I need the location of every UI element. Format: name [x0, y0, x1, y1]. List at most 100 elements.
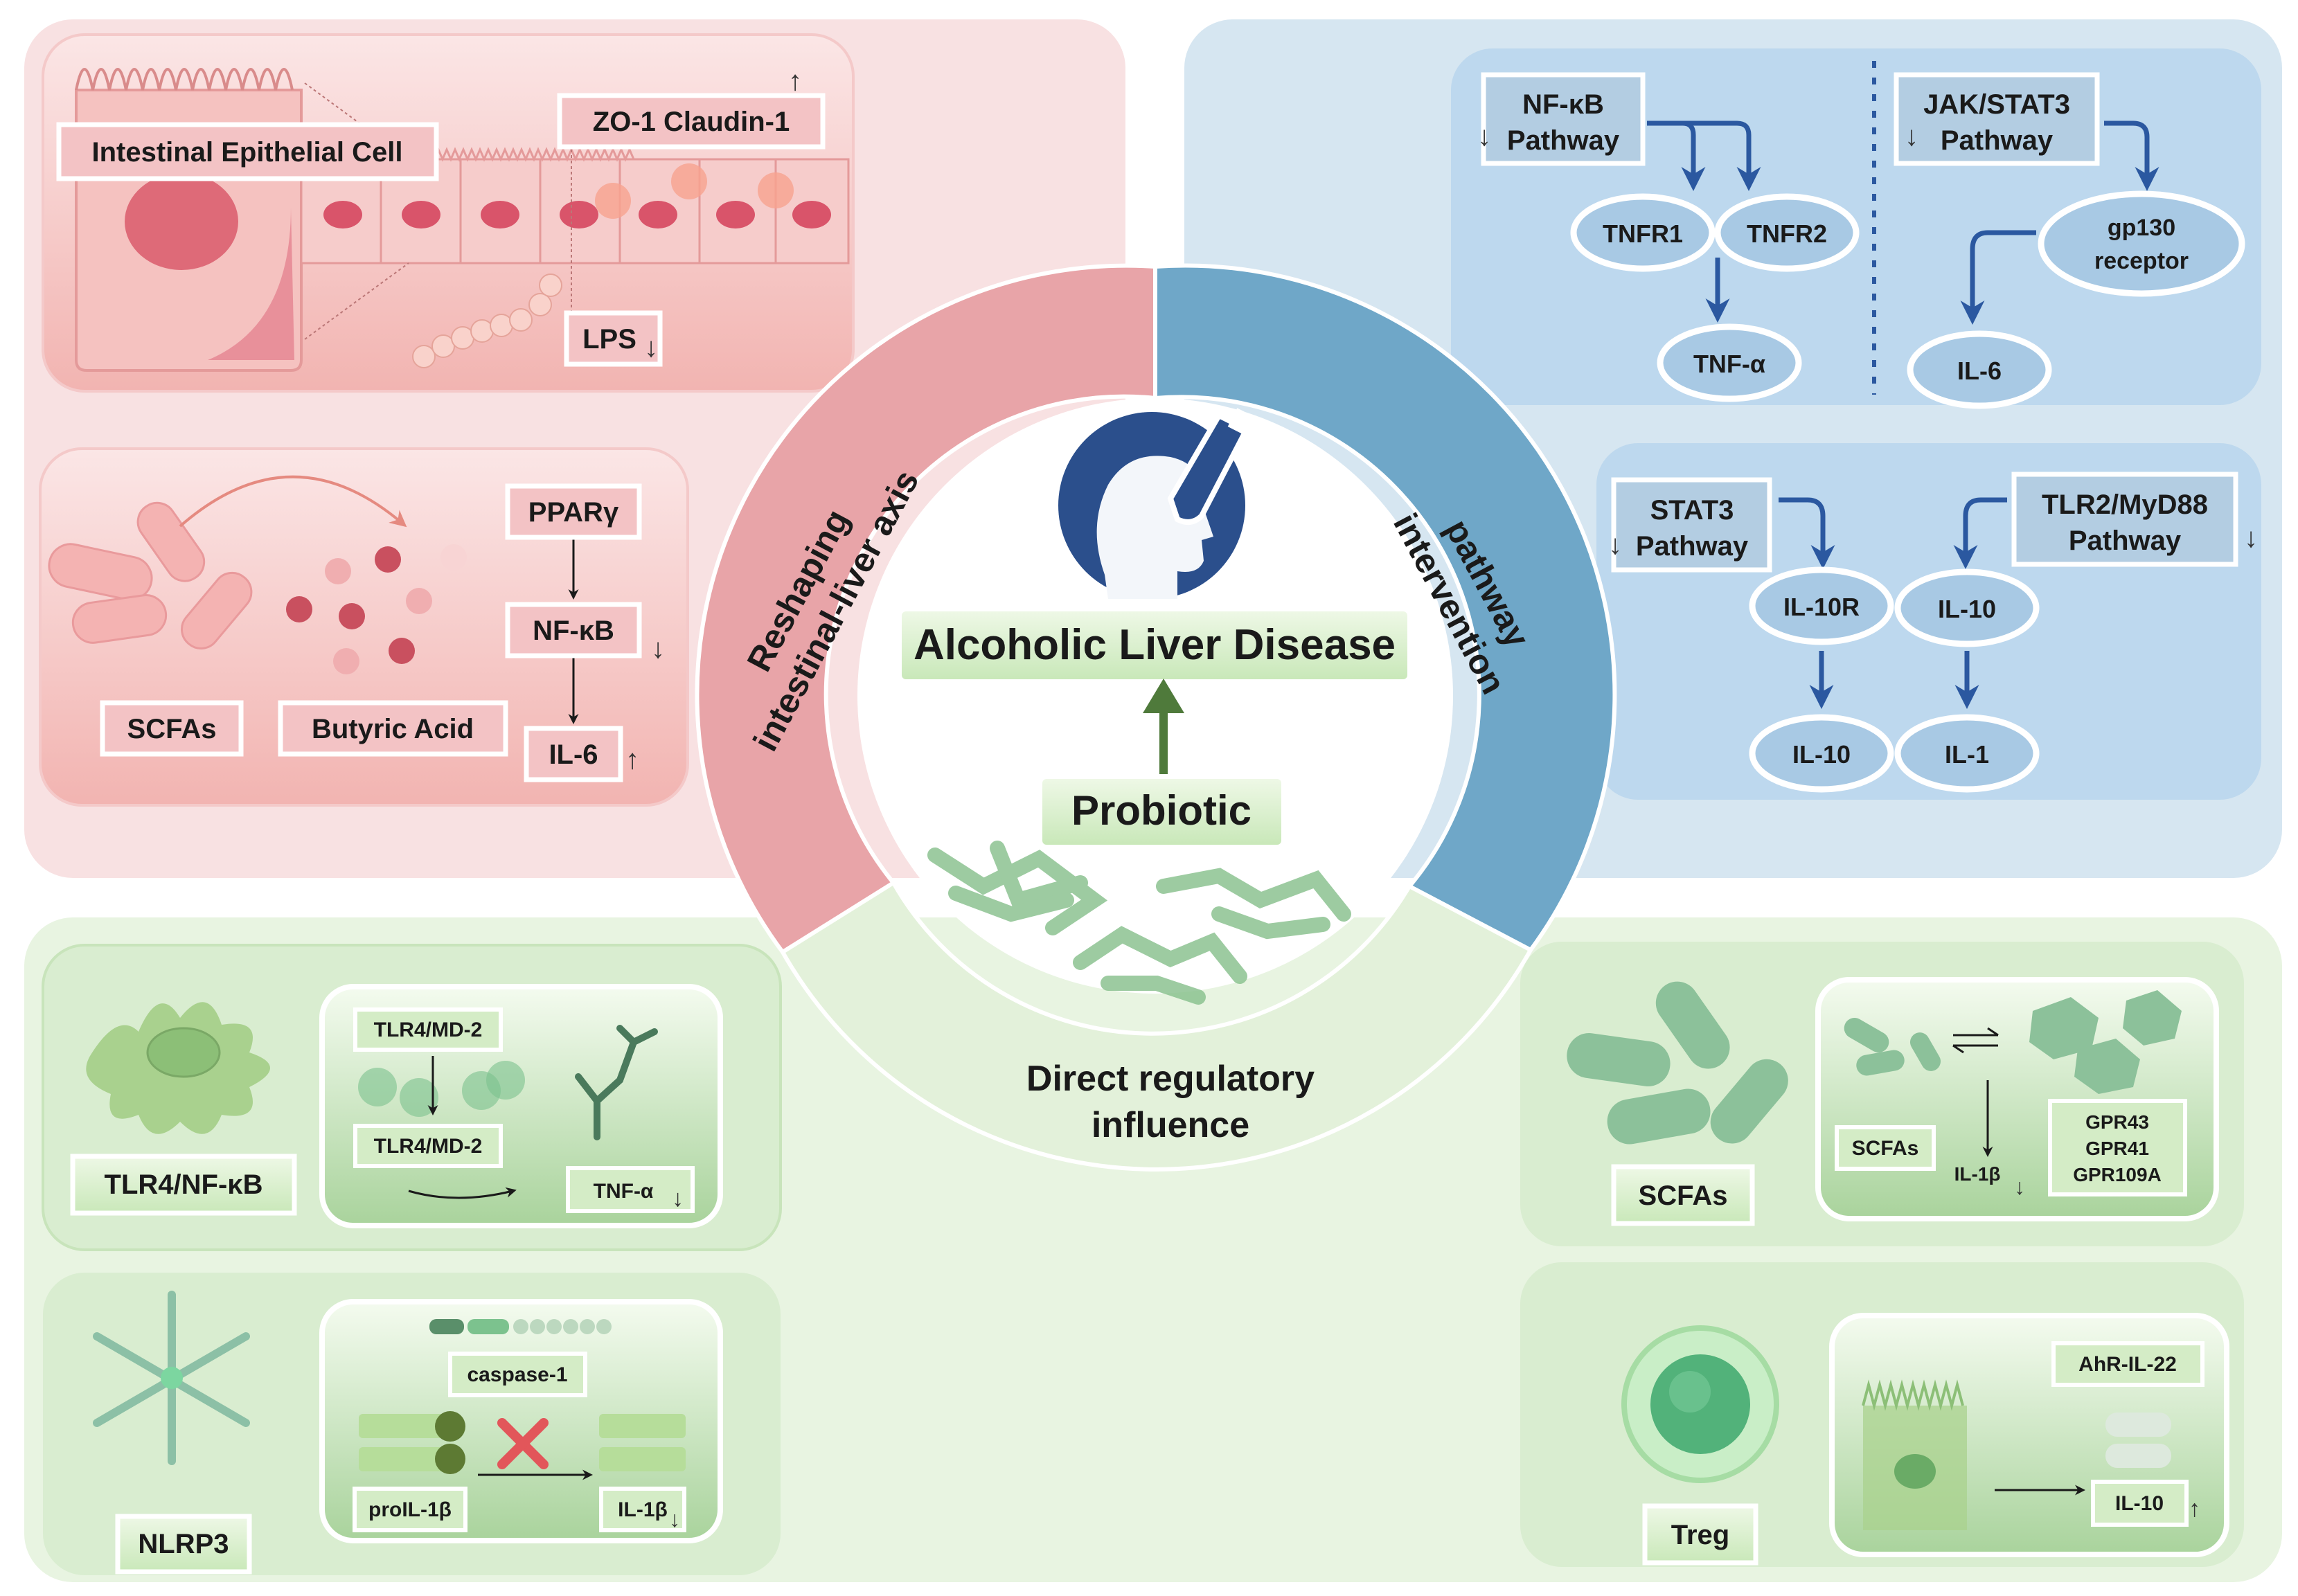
down-arrow-icon: ↓	[672, 1185, 684, 1212]
receptor-cells-icon	[2029, 990, 2182, 1094]
node-tnfr2: TNFR2	[1714, 193, 1860, 272]
svg-text:NF-κB: NF-κB	[1522, 89, 1604, 120]
arrow-jak-gp130	[2104, 120, 2159, 191]
label-treg: Treg	[1642, 1503, 1758, 1566]
ring-segment-bottom	[779, 879, 1534, 1172]
svg-text:IL-10R: IL-10R	[1783, 593, 1860, 621]
svg-text:Probiotic: Probiotic	[1071, 787, 1252, 834]
up-arrow-icon: ↑	[788, 66, 802, 96]
svg-text:IL-6: IL-6	[1957, 357, 2002, 385]
node-il10r: IL-10R	[1749, 566, 1894, 645]
svg-text:TNF-α: TNF-α	[594, 1180, 654, 1203]
label-proil: proIL-1β	[353, 1487, 467, 1532]
svg-text:caspase-1: caspase-1	[467, 1363, 567, 1386]
svg-text:IL-10: IL-10	[1792, 740, 1851, 769]
svg-text:Treg: Treg	[1671, 1520, 1729, 1550]
label-probiotic: Probiotic	[1042, 779, 1281, 845]
label-tlr4-nfkb: TLR4/NF-κB	[70, 1154, 297, 1216]
svg-text:STAT3: STAT3	[1650, 495, 1734, 526]
title-alcoholic-liver-disease: Alcoholic Liver Disease	[902, 611, 1407, 679]
label-butyric-acid: Butyric Acid	[278, 700, 508, 757]
pro-bar	[359, 1447, 452, 1471]
svg-text:TNFR1: TNFR1	[1603, 219, 1683, 248]
epithelium-panel	[42, 33, 855, 393]
node-il10-lower: IL-10	[1749, 714, 1894, 793]
svg-text:TLR2/MyD88: TLR2/MyD88	[2042, 490, 2208, 520]
mature-bar	[599, 1414, 686, 1438]
label-gpr-list: GPR43 GPR41 GPR109A	[2048, 1099, 2187, 1196]
label-ahr: AhR-IL-22	[2051, 1341, 2205, 1387]
ring-segment-left	[695, 263, 1157, 956]
label-scfas-green: SCFAs	[1611, 1164, 1755, 1226]
ring-label-bottom: Direct regulatory influence	[1026, 1059, 1315, 1145]
svg-text:PPARγ: PPARγ	[528, 497, 619, 528]
center-ring	[695, 263, 1617, 1172]
label-scfas-pink: SCFAs	[100, 700, 244, 757]
label-lps: LPS ↓	[564, 310, 663, 367]
up-arrow-icon: ↑	[625, 744, 639, 775]
receptor-dot	[486, 1061, 525, 1100]
node-gp130: gp130 receptor	[2038, 190, 2245, 297]
svg-text:Pathway: Pathway	[1507, 125, 1620, 156]
label-scfas-small: SCFAs	[1835, 1125, 1936, 1171]
page-title: Alcoholic Liver Disease	[914, 621, 1396, 669]
svg-text:Direct regulatory: Direct regulatory	[1026, 1059, 1315, 1099]
svg-text:SCFAs: SCFAs	[1639, 1181, 1728, 1211]
svg-text:SCFAs: SCFAs	[1852, 1137, 1919, 1160]
pro-bar	[359, 1414, 452, 1438]
mature-bar	[599, 1447, 686, 1471]
label-nfkb-pink: NF-κB ↓	[505, 602, 665, 664]
pro-domain	[435, 1444, 465, 1474]
svg-text:proIL-1β: proIL-1β	[368, 1498, 452, 1521]
label-tight-junction: ZO-1 Claudin-1 ↑	[557, 66, 826, 150]
probiotic-bacteria-icon	[927, 841, 1351, 1005]
dendritic-cell-icon	[86, 1002, 271, 1134]
label-nfkb-pathway: NF-κB Pathway ↓	[1477, 72, 1646, 166]
svg-text:IL-6: IL-6	[549, 739, 598, 770]
svg-text:influence: influence	[1092, 1105, 1249, 1145]
svg-text:receptor: receptor	[2094, 248, 2189, 274]
node-il1: IL-1	[1894, 714, 2040, 793]
cytokine-blob	[2105, 1444, 2171, 1468]
svg-text:GPR109A: GPR109A	[2073, 1164, 2162, 1185]
svg-text:LPS: LPS	[582, 324, 636, 355]
bacteria-group	[48, 501, 253, 649]
nucleus-shape	[125, 173, 238, 270]
down-arrow-icon: ↓	[644, 332, 658, 363]
svg-text:TLR4/MD-2: TLR4/MD-2	[374, 1135, 483, 1158]
label-nlrp3: NLRP3	[115, 1514, 252, 1575]
node-il6-blue: IL-6	[1907, 330, 2052, 409]
down-arrow-icon: ↓	[651, 634, 665, 664]
down-arrow-icon: ↓	[1905, 121, 1918, 152]
svg-text:Intestinal Epithelial Cell: Intestinal Epithelial Cell	[92, 137, 403, 168]
caspase-chain	[429, 1319, 612, 1334]
butyrate-dots	[286, 544, 467, 674]
svg-text:TNF-α: TNF-α	[1693, 350, 1765, 378]
label-il1b-left: IL-1β ↓	[599, 1487, 686, 1532]
svg-text:IL-1: IL-1	[1945, 740, 1989, 769]
down-arrow-icon: ↓	[1608, 530, 1622, 560]
svg-text:IL-10: IL-10	[2115, 1492, 2164, 1515]
label-tlr4md2-bottom: TLR4/MD-2	[353, 1124, 503, 1168]
svg-text:Butyric Acid: Butyric Acid	[312, 714, 474, 744]
equilibrium-arrows-icon	[1952, 1027, 1999, 1054]
nlrp3-core	[161, 1367, 183, 1389]
svg-text:TNFR2: TNFR2	[1747, 219, 1827, 248]
label-tnfa-green: TNF-α ↓	[566, 1166, 695, 1213]
svg-text:ZO-1 Claudin-1: ZO-1 Claudin-1	[593, 107, 790, 137]
arrow-curve	[408, 1187, 517, 1199]
svg-text:Pathway: Pathway	[1636, 531, 1749, 562]
svg-text:TLR4/NF-κB: TLR4/NF-κB	[105, 1169, 263, 1200]
svg-text:IL-10: IL-10	[1938, 595, 1996, 623]
label-caspase: caspase-1	[448, 1352, 587, 1397]
arrow-gp130-il6	[1960, 230, 2036, 325]
label-stat3-pathway: STAT3 Pathway ↓	[1608, 477, 1772, 573]
arrow-tlr2-il10	[1953, 497, 2007, 569]
down-arrow-icon: ↓	[1477, 121, 1491, 152]
treg-cell-icon	[1621, 1325, 1779, 1483]
svg-text:TLR4/MD-2: TLR4/MD-2	[374, 1019, 483, 1041]
antibody-icon	[575, 1025, 658, 1140]
node-il10-upper: IL-10	[1894, 568, 2040, 647]
svg-text:AhR-IL-22: AhR-IL-22	[2078, 1353, 2177, 1376]
